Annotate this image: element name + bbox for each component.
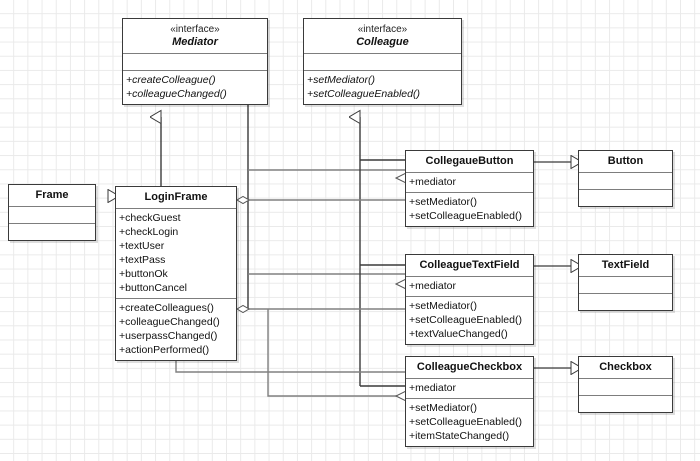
stereotype-label: «interface» [170, 24, 220, 35]
operation-item: +setColleagueEnabled() [307, 88, 420, 100]
compartment-divider [406, 398, 533, 399]
operation-item: +textValueChanged() [409, 328, 508, 340]
compartment-divider [579, 276, 672, 277]
compartment-divider [579, 293, 672, 294]
operations-compartment-collegauebutton: +setMediator() +setColleagueEnabled() [406, 193, 533, 226]
operation-item: +createColleagues() [119, 302, 214, 314]
connector-aggregation-button [236, 195, 405, 205]
operation-item: +userpassChanged() [119, 330, 218, 342]
operation-item: +setColleagueEnabled() [409, 210, 522, 222]
class-name-label: ColleagueTextField [419, 259, 520, 271]
compartment-divider [304, 70, 461, 71]
operation-item: +colleagueChanged() [126, 88, 227, 100]
compartment-divider [406, 172, 533, 173]
attributes-compartment-loginframe: +checkGuest +checkLogin +textUser +textP… [116, 209, 236, 298]
operation-item: +itemStateChanged() [409, 430, 510, 442]
attribute-item: +checkLogin [119, 226, 179, 238]
compartment-divider [579, 189, 672, 190]
attributes-compartment-textfield [579, 277, 672, 293]
class-name-label: Button [607, 155, 644, 167]
class-name-label: TextField [601, 259, 650, 271]
class-box-button[interactable]: Button [578, 150, 673, 207]
attributes-compartment-checkbox [579, 379, 672, 395]
attributes-compartment-frame [9, 207, 95, 223]
operations-compartment-button [579, 190, 672, 206]
compartment-divider [9, 206, 95, 207]
compartment-divider [406, 276, 533, 277]
class-box-mediator[interactable]: «interface» Mediator +createColleague() … [122, 18, 268, 105]
operation-item: +setMediator() [307, 74, 375, 86]
compartment-divider [304, 53, 461, 54]
operation-item: +setMediator() [409, 300, 477, 312]
compartment-divider [406, 378, 533, 379]
class-box-frame[interactable]: Frame [8, 184, 96, 241]
compartment-divider [123, 70, 267, 71]
operations-compartment-loginframe: +createColleagues() +colleagueChanged() … [116, 299, 236, 360]
compartment-divider [406, 192, 533, 193]
attribute-item: +buttonCancel [119, 282, 188, 294]
class-name-label: LoginFrame [144, 191, 208, 203]
class-box-checkbox[interactable]: Checkbox [578, 356, 673, 413]
attribute-item: +mediator [409, 280, 456, 292]
operations-compartment-checkbox [579, 396, 672, 412]
compartment-divider [116, 208, 236, 209]
class-title-colleague: «interface» Colleague [304, 19, 461, 53]
attribute-item: +textPass [119, 254, 166, 266]
class-box-textfield[interactable]: TextField [578, 254, 673, 311]
class-name-label: Checkbox [599, 361, 652, 373]
connector-aggregation-textfield [236, 304, 405, 314]
attribute-item: +mediator [409, 176, 456, 188]
attributes-compartment-collegauebutton: +mediator [406, 173, 533, 192]
attributes-compartment-colleaguecheckbox: +mediator [406, 379, 533, 398]
operations-compartment-frame [9, 224, 95, 240]
attributes-compartment-colleague [304, 54, 461, 70]
operation-item: +colleagueChanged() [119, 316, 220, 328]
operation-item: +actionPerformed() [119, 344, 210, 356]
operation-item: +setMediator() [409, 402, 477, 414]
operation-item: +createColleague() [126, 74, 216, 86]
class-name-label: Mediator [172, 36, 218, 48]
attribute-item: +textUser [119, 240, 165, 252]
attributes-compartment-mediator [123, 54, 267, 70]
compartment-divider [579, 395, 672, 396]
attribute-item: +checkGuest [119, 212, 181, 224]
connector-colleague-trunk [360, 117, 405, 387]
class-title-mediator: «interface» Mediator [123, 19, 267, 53]
class-box-colleaguetextfield[interactable]: ColleagueTextField +mediator +setMediato… [405, 254, 534, 345]
attribute-item: +mediator [409, 382, 456, 394]
stereotype-label: «interface» [357, 24, 408, 35]
operations-compartment-mediator: +createColleague() +colleagueChanged() [123, 71, 267, 104]
compartment-divider [9, 223, 95, 224]
operation-item: +setColleagueEnabled() [409, 416, 522, 428]
class-box-colleaguecheckbox[interactable]: ColleagueCheckbox +mediator +setMediator… [405, 356, 534, 447]
class-name-label: Frame [35, 189, 69, 201]
operations-compartment-colleaguetextfield: +setMediator() +setColleagueEnabled() +t… [406, 297, 533, 344]
operations-compartment-colleague: +setMediator() +setColleagueEnabled() [304, 71, 461, 104]
operations-compartment-textfield [579, 294, 672, 310]
class-box-collegauebutton[interactable]: CollegaueButton +mediator +setMediator()… [405, 150, 534, 227]
compartment-divider [579, 378, 672, 379]
attribute-item: +buttonOk [119, 268, 168, 280]
class-name-label: ColleagueCheckbox [416, 361, 523, 373]
operation-item: +setMediator() [409, 196, 477, 208]
operations-compartment-colleaguecheckbox: +setMediator() +setColleagueEnabled() +i… [406, 399, 533, 446]
attributes-compartment-button [579, 173, 672, 189]
compartment-divider [579, 172, 672, 173]
compartment-divider [116, 298, 236, 299]
compartment-divider [123, 53, 267, 54]
class-box-colleague[interactable]: «interface» Colleague +setMediator() +se… [303, 18, 462, 105]
class-box-loginframe[interactable]: LoginFrame +checkGuest +checkLogin +text… [115, 186, 237, 361]
operation-item: +setColleagueEnabled() [409, 314, 522, 326]
class-name-label: CollegaueButton [425, 155, 514, 167]
attributes-compartment-colleaguetextfield: +mediator [406, 277, 533, 296]
class-name-label: Colleague [356, 36, 409, 48]
compartment-divider [406, 296, 533, 297]
connector-mediator-trunk [246, 104, 405, 310]
